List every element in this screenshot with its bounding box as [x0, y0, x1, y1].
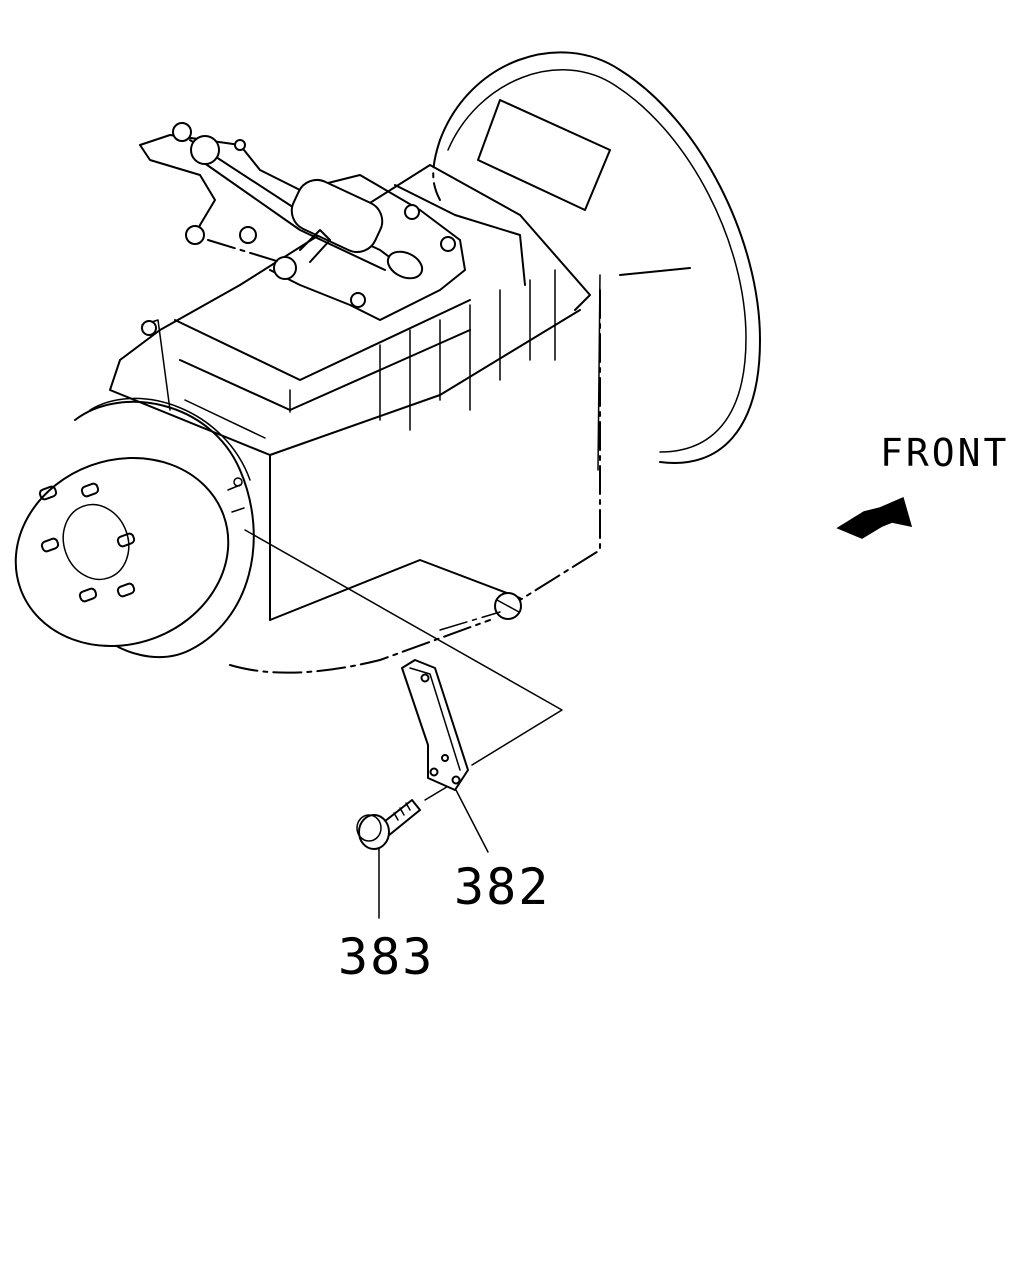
shift-linkage [139, 122, 466, 321]
bell-housing [432, 51, 761, 471]
front-direction-label: FRONT [880, 431, 1010, 475]
front-arrow-icon [836, 496, 913, 539]
bolt-part-383 [356, 799, 421, 850]
drain-plug [494, 592, 522, 620]
bracket-part-382 [401, 659, 469, 791]
transmission-case [109, 164, 601, 674]
output-flange [14, 397, 255, 658]
callout-382-label: 382 [454, 858, 551, 916]
callout-383-label: 383 [338, 928, 435, 986]
assembly-lines [244, 529, 563, 801]
callout-382-leader [455, 789, 489, 853]
